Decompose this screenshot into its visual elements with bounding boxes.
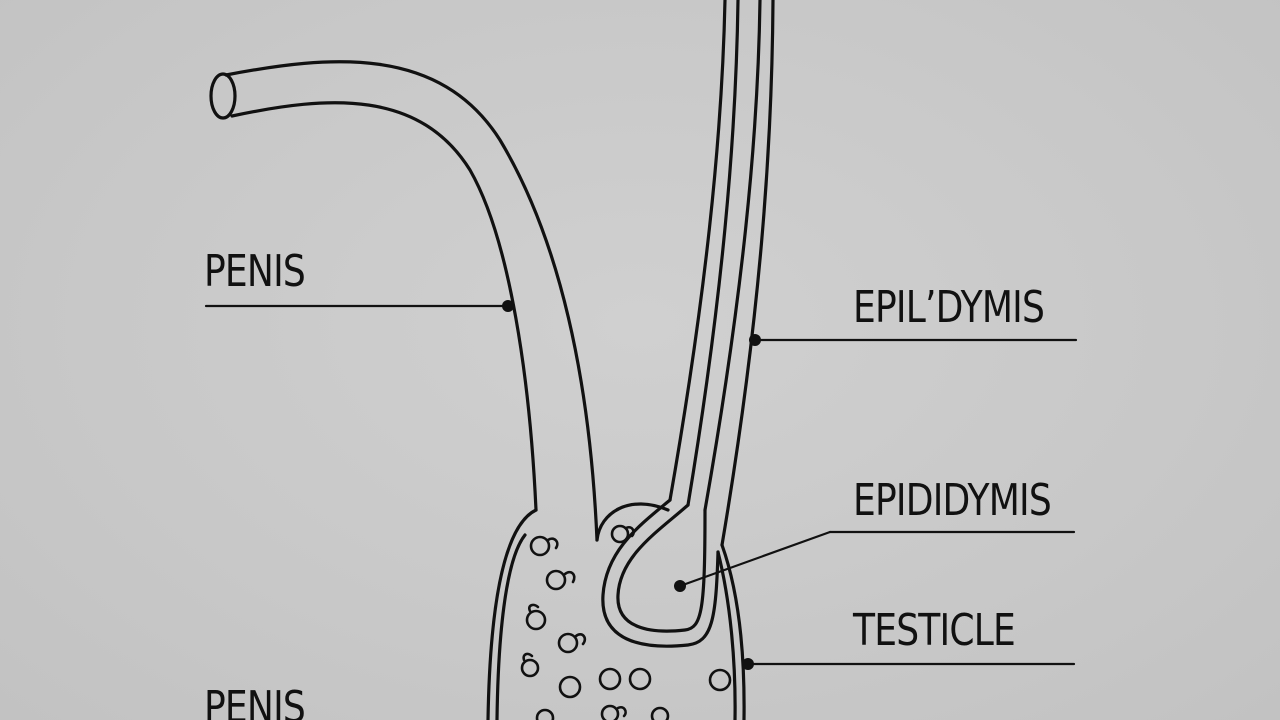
epididymis-tube — [668, 0, 775, 547]
label-epididymis-misspelled: EPIL’DYMIS — [853, 282, 1045, 333]
testicle-marker-dot — [742, 658, 754, 670]
penis-tube-opening — [209, 72, 237, 120]
epididymis-marker-dot — [674, 580, 686, 592]
epididymis-leader-diagonal — [678, 530, 832, 588]
testicle-tubules — [520, 524, 732, 720]
leader-lines — [204, 304, 1078, 666]
epididymis-top-marker-dot — [749, 334, 761, 346]
leader-dots — [502, 300, 761, 670]
label-testicle: TESTICLE — [853, 605, 1016, 656]
label-penis-top: PENIS — [204, 246, 306, 297]
penis-marker-dot — [502, 300, 514, 312]
penis-tube — [209, 60, 599, 542]
testicle-body — [486, 502, 746, 720]
epididymis-loop — [601, 498, 720, 648]
label-epididymis: EPIDIDYMIS — [853, 475, 1052, 526]
label-penis-bottom: PENIS — [204, 682, 306, 720]
